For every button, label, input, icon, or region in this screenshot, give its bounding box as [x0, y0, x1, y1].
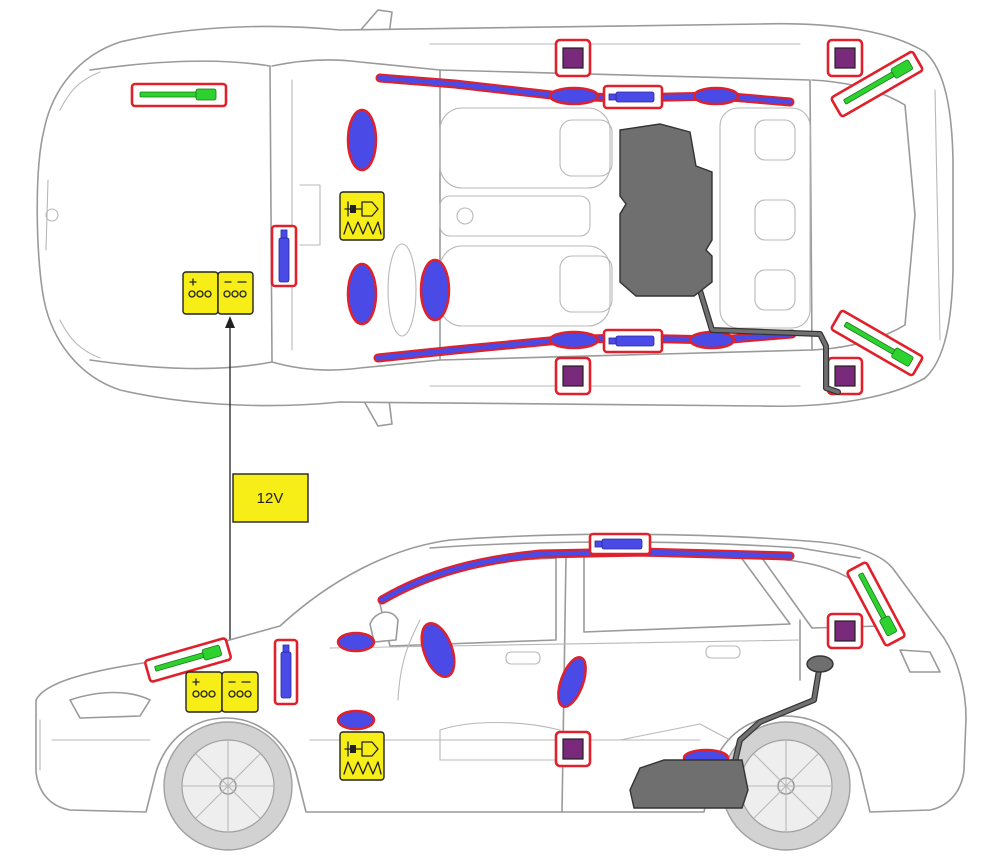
side-sensor-b-pillar: [554, 730, 592, 768]
top-headrest-left: [559, 119, 613, 177]
top-curtain-bulge-1: [548, 86, 600, 106]
side-battery-icon: [185, 671, 259, 713]
top-gas-generator-upper: [602, 84, 664, 110]
top-rear-headrest-1: [754, 119, 796, 161]
top-sensor-3: [554, 356, 592, 396]
top-seatbelt-tensioner-front: [130, 82, 228, 108]
side-front-bumper: [39, 719, 151, 771]
side-mirror: [369, 611, 399, 643]
top-center-console: [439, 195, 591, 237]
side-airbag-driver: [420, 622, 456, 678]
top-fuel-tank-icon: [619, 123, 713, 297]
top-steering-wheel: [387, 243, 417, 337]
side-seatbelt-tensioner-front: [144, 637, 232, 683]
top-headlight-right: [59, 319, 101, 359]
top-fuel-pipe-core: [696, 282, 840, 394]
top-curtain-bulge-2: [692, 86, 740, 106]
side-door-handle-rear: [705, 645, 741, 659]
top-curtain-bulge-4: [688, 330, 736, 350]
top-grille: [45, 179, 49, 251]
side-view: [35, 532, 967, 851]
top-hood: [89, 60, 273, 370]
side-rear-seat: [619, 723, 731, 741]
side-airbag-seat: [557, 656, 587, 708]
side-headlight: [69, 691, 151, 719]
side-door-handle-front: [505, 651, 541, 665]
top-curtain-bulge-3: [548, 330, 600, 350]
side-fuel-tank-icon: [629, 759, 749, 809]
side-body-outline: [35, 533, 967, 813]
top-sensor-2: [826, 38, 864, 78]
top-rear-headrest-2: [754, 199, 796, 241]
side-sensor-c-pillar: [826, 612, 864, 650]
side-control-unit-icon: [339, 731, 385, 781]
top-headrest-right: [559, 255, 613, 313]
top-gas-generator-lower: [602, 328, 664, 354]
top-front-seat-left: [439, 107, 611, 189]
side-gas-generator-roof: [588, 532, 652, 556]
top-headlight-left: [59, 71, 101, 111]
top-shifter: [456, 207, 474, 225]
top-body-outline: [36, 22, 954, 408]
top-rear-window: [811, 79, 916, 351]
top-view: [36, 9, 954, 427]
side-taillight: [899, 649, 941, 673]
side-airbag-knee: [336, 631, 376, 653]
top-seatbelt-tensioner-rear-upper: [830, 50, 924, 118]
side-seatbelt-tensioner-rear: [846, 561, 906, 647]
top-seatbelt-tensioner-rear-lower: [830, 309, 924, 377]
top-sensor-4: [826, 356, 864, 396]
side-gas-generator-a-pillar: [273, 638, 299, 706]
voltage-label: 12V: [257, 490, 284, 507]
top-control-unit-icon: [339, 191, 385, 241]
top-battery-icon: [182, 271, 254, 315]
side-rear-wheel: [721, 721, 851, 851]
top-gas-generator-dash: [270, 224, 298, 288]
top-dash-vent: [299, 184, 321, 246]
voltage-label-box: [232, 473, 309, 523]
side-fuel-filler-cap: [806, 655, 834, 673]
top-airbag-driver-steering: [419, 258, 451, 322]
voltage-connector: 12V: [225, 316, 309, 670]
side-curtain-airbag-core: [379, 549, 793, 603]
top-emblem: [45, 208, 59, 222]
top-airbag-passenger-front: [346, 108, 378, 172]
top-airbag-driver-side: [346, 262, 378, 326]
side-steering-column: [397, 619, 421, 701]
side-airbag-lower: [336, 709, 376, 731]
side-front-wheel: [163, 721, 293, 851]
top-sensor-1: [554, 38, 592, 78]
top-tailgate-edge: [934, 89, 941, 341]
connector-arrow-up: [225, 316, 235, 328]
top-rear-headrest-3: [754, 269, 796, 311]
top-rear-bench: [719, 107, 811, 329]
top-roof-frame: [439, 69, 813, 361]
